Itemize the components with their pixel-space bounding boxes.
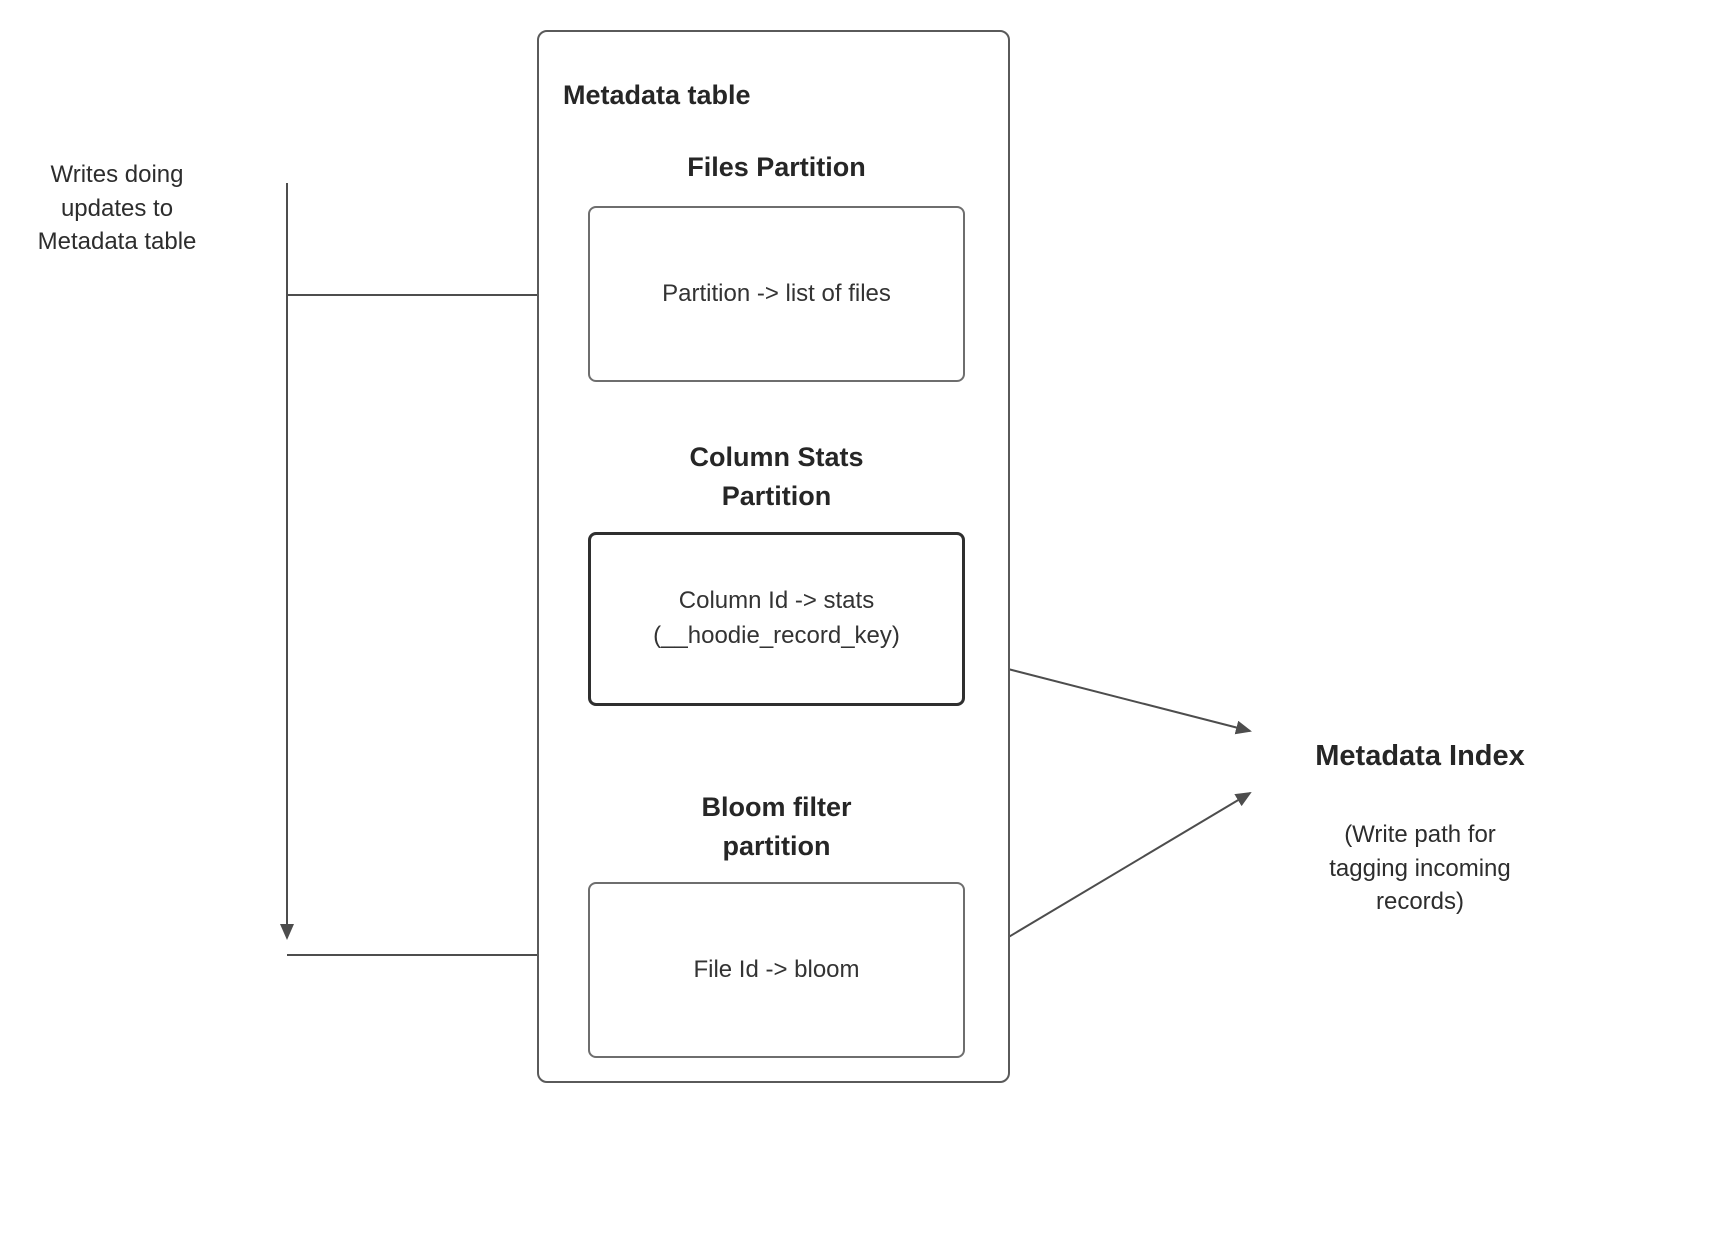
files-partition-text: Partition -> list of files bbox=[662, 279, 891, 307]
bloom-filter-heading: Bloom filter partition bbox=[701, 792, 852, 862]
writes-note: Writes doing updates to Metadata table bbox=[37, 161, 197, 256]
files-partition-box: Partition -> list of files bbox=[588, 206, 965, 382]
files-partition-heading: Files Partition bbox=[687, 152, 866, 182]
bloom-filter-text: File Id -> bloom bbox=[693, 955, 860, 983]
column-stats-heading: Column Stats Partition bbox=[689, 442, 864, 512]
metadata-table-title: Metadata table bbox=[563, 80, 751, 110]
column-stats-text: Column Id -> stats (__hoodie_record_key) bbox=[653, 587, 900, 649]
metadata-index-subtitle: (Write path for tagging incoming records… bbox=[1329, 821, 1511, 916]
bloom-filter-box: File Id -> bloom bbox=[588, 882, 965, 1058]
metadata-index-title: Metadata Index bbox=[1315, 740, 1525, 772]
column-stats-box: Column Id -> stats (__hoodie_record_key) bbox=[588, 532, 965, 706]
